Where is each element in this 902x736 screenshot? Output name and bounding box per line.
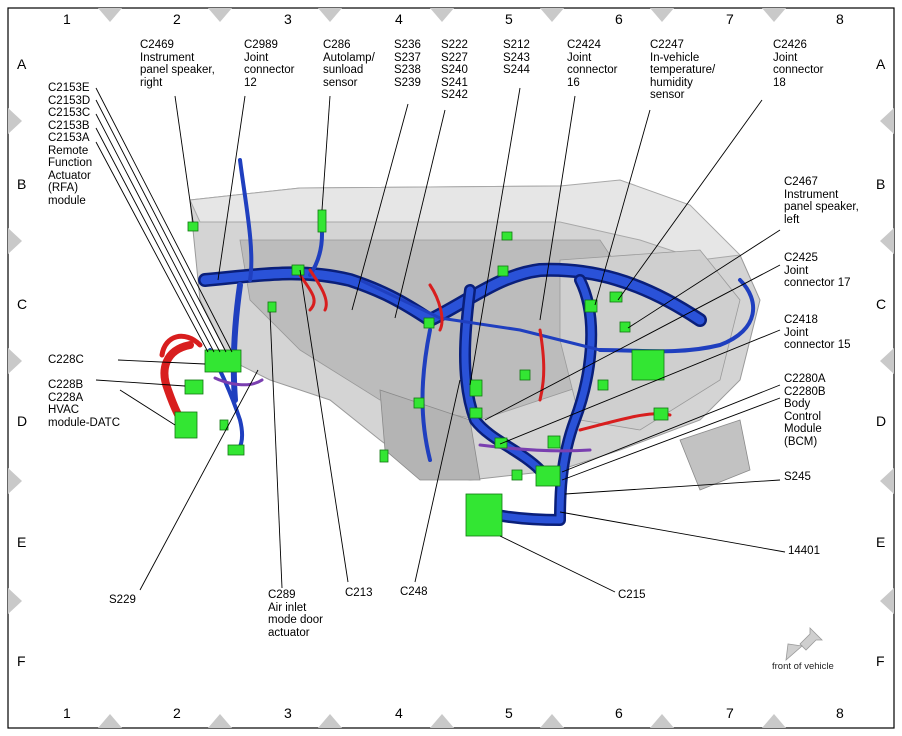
- label-c248: C248: [400, 586, 428, 598]
- label-c2425: C2425 Joint connector 17: [784, 252, 851, 289]
- label-c2418: C2418 Joint connector 15: [784, 314, 851, 351]
- grid-col-7-bottom: 7: [726, 705, 734, 721]
- connectors: [174, 209, 669, 537]
- label-c228-hvac: C228C C228B C228A HVAC module-DATC: [48, 354, 120, 429]
- label-s212-group: S212 S243 S244: [503, 39, 530, 76]
- label-c289: C289 Air inlet mode door actuator: [268, 589, 323, 639]
- label-c2989: C2989 Joint connector 12: [244, 39, 295, 89]
- label-c2424: C2424 Joint connector 16: [567, 39, 618, 89]
- front-arrow-icon: [785, 627, 823, 661]
- grid-row-f: F: [17, 653, 26, 669]
- label-c2153-rfa: C2153E C2153D C2153C C2153B C2153A Remot…: [48, 82, 93, 207]
- label-c2247: C2247 In-vehicle temperature/ humidity s…: [650, 39, 716, 101]
- label-s236-group: S236 S237 S238 S239: [394, 39, 421, 89]
- grid-col-3-bottom: 3: [284, 705, 292, 721]
- grid-row-e: E: [17, 534, 27, 550]
- label-14401: 14401: [788, 545, 820, 557]
- grid-col-1: 1: [63, 11, 71, 27]
- grid-row-b-right: B: [876, 176, 886, 192]
- label-s229: S229: [109, 594, 136, 606]
- grid-row-d-right: D: [876, 413, 887, 429]
- label-c2467: C2467 Instrument panel speaker, left: [784, 176, 859, 226]
- front-of-vehicle-label: front of vehicle: [772, 661, 834, 672]
- grid-col-2-bottom: 2: [173, 705, 181, 721]
- grid-row-c-right: C: [876, 296, 887, 312]
- label-c2426: C2426 Joint connector 18: [773, 39, 824, 89]
- grid-row-c: C: [17, 296, 28, 312]
- grid-markers: [8, 8, 894, 728]
- leader-lines: [95, 87, 786, 593]
- grid-col-8-bottom: 8: [836, 705, 844, 721]
- grid-row-a-right: A: [876, 56, 886, 72]
- label-s222-group: S222 S227 S240 S241 S242: [441, 39, 468, 101]
- grid-col-4-bottom: 4: [395, 705, 403, 721]
- label-c2280-bcm: C2280A C2280B Body Control Module (BCM): [784, 373, 826, 448]
- grid-col-1-bottom: 1: [63, 705, 71, 721]
- grid-col-7: 7: [726, 11, 734, 27]
- grid-row-b: B: [17, 176, 27, 192]
- grid-col-5-bottom: 5: [505, 705, 513, 721]
- grid-row-a: A: [17, 56, 27, 72]
- grid-col-6-bottom: 6: [615, 705, 623, 721]
- grid-col-5: 5: [505, 11, 513, 27]
- label-c2469: C2469 Instrument panel speaker, right: [140, 39, 215, 89]
- grid-col-4: 4: [395, 11, 403, 27]
- grid-col-3: 3: [284, 11, 292, 27]
- label-c215: C215: [618, 589, 646, 601]
- grid-row-d: D: [17, 413, 28, 429]
- grid-col-6: 6: [615, 11, 623, 27]
- grid-row-f-right: F: [876, 653, 885, 669]
- grid-col-2: 2: [173, 11, 181, 27]
- label-c213: C213: [345, 587, 373, 599]
- label-s245: S245: [784, 471, 811, 483]
- grid-col-8: 8: [836, 11, 844, 27]
- label-c286: C286 Autolamp/ sunload sensor: [323, 39, 375, 89]
- grid-row-e-right: E: [876, 534, 886, 550]
